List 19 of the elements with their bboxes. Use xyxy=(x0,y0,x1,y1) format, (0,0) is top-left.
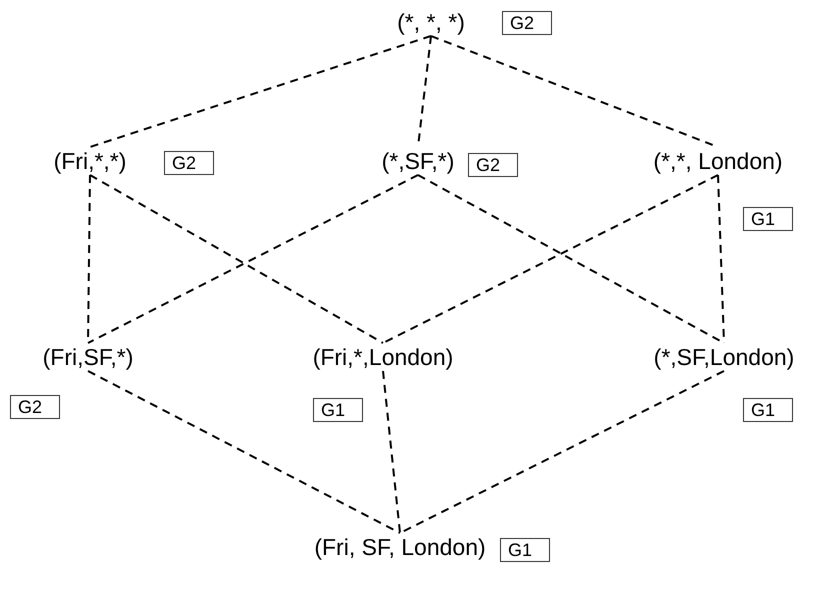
tuple-label: (*, *, *) xyxy=(397,8,465,36)
tuple-label: (Fri,SF,*) xyxy=(42,343,134,371)
tuple-label: (Fri,*,London) xyxy=(312,343,454,371)
dashed-connector xyxy=(88,370,400,534)
tuple-label: (Fri,*,*) xyxy=(54,147,126,175)
dashed-connector xyxy=(90,35,432,148)
group-label-box: G1 xyxy=(313,398,363,422)
tuple-label: (Fri, SF, London) xyxy=(314,533,486,561)
group-label-box: G2 xyxy=(10,395,60,419)
tuple-label: (*,SF,*) xyxy=(382,147,454,175)
group-label-box: G1 xyxy=(743,207,793,231)
group-label-box: G1 xyxy=(500,538,550,562)
group-label-box: G2 xyxy=(502,11,552,35)
tuple-label: (*,*, London) xyxy=(653,147,783,175)
group-label-box: G2 xyxy=(164,151,214,175)
tuple-label: (*,SF,London) xyxy=(654,343,794,371)
group-label-box: G1 xyxy=(743,398,793,422)
dashed-connector xyxy=(382,370,401,534)
group-label-box: G2 xyxy=(468,153,518,177)
